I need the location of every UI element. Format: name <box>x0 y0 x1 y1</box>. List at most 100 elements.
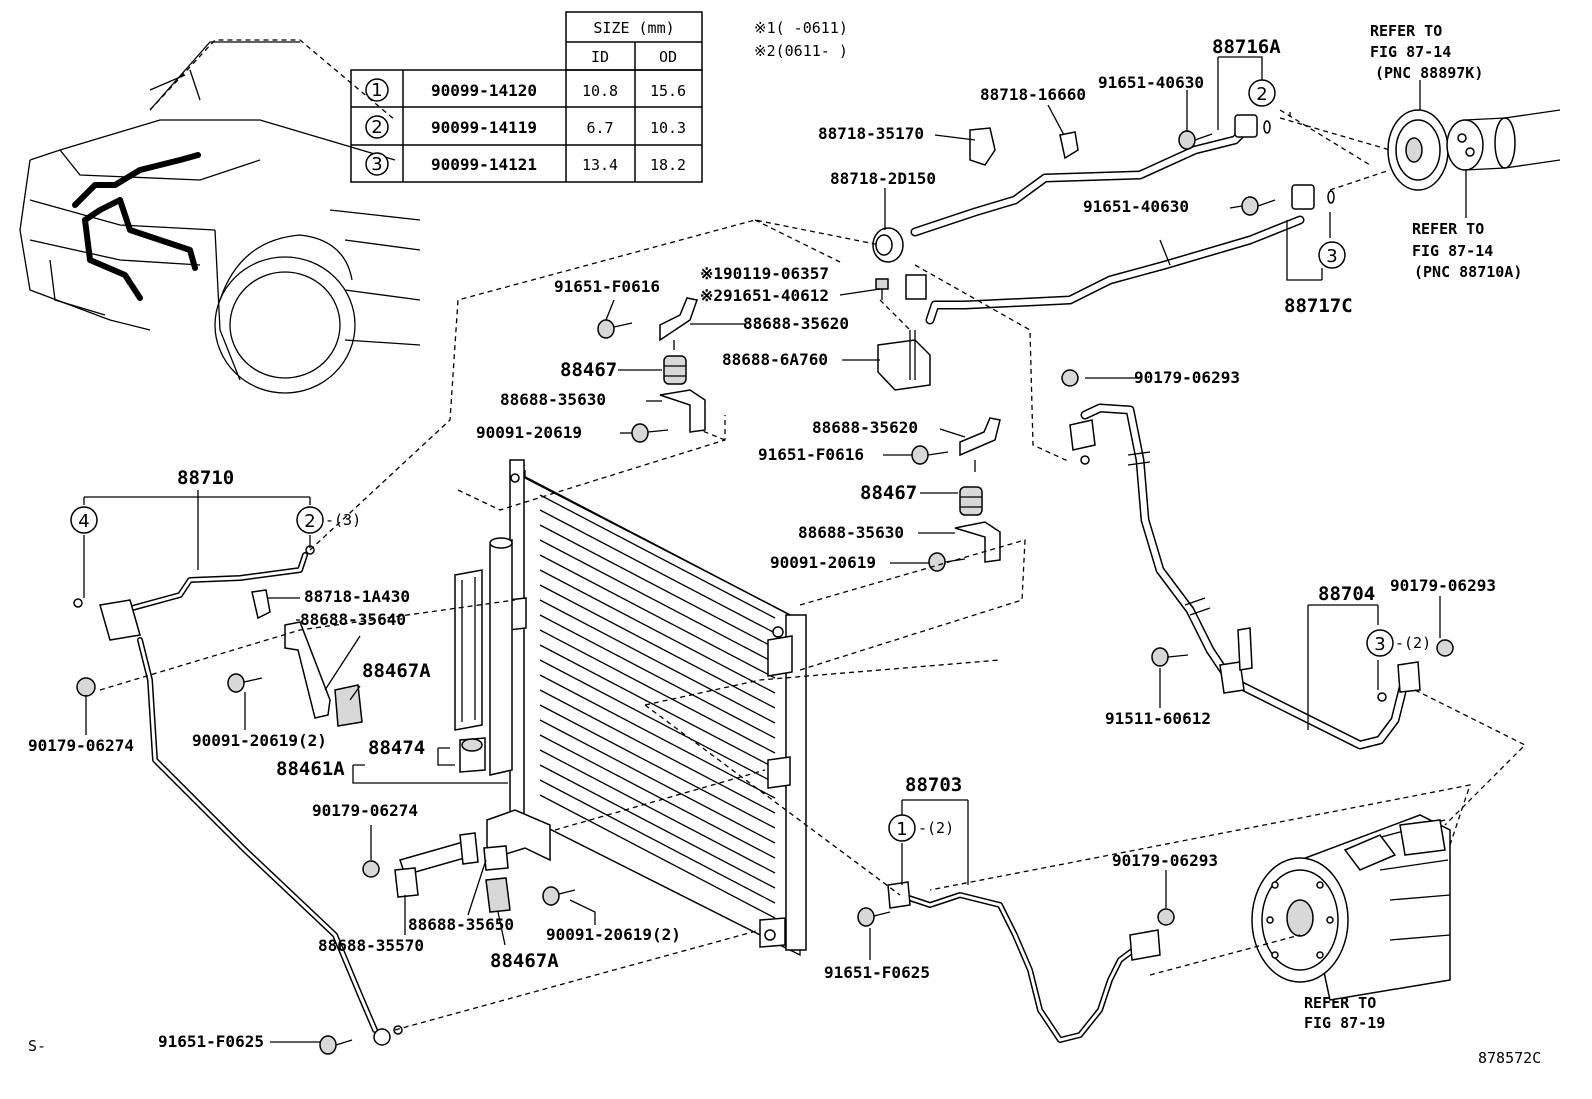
label-90179-06293-c: 90179-06293 <box>1112 851 1218 870</box>
label-88703: 88703 <box>905 774 962 796</box>
label-88688-35620-b: 88688-35620 <box>812 418 918 437</box>
svg-text:3: 3 <box>1326 246 1337 267</box>
label-88474: 88474 <box>368 737 425 759</box>
clamp-88718-16660 <box>1059 131 1079 160</box>
bolt-91651-40630-b <box>1241 196 1276 216</box>
svg-text:FIG 87-14: FIG 87-14 <box>1370 43 1451 61</box>
svg-text:FIG 87-19: FIG 87-19 <box>1304 1014 1385 1032</box>
svg-text:3: 3 <box>1374 634 1385 655</box>
label-88718-35170: 88718-35170 <box>818 124 924 143</box>
svg-text:REFER TO: REFER TO <box>1304 994 1376 1012</box>
grommet-88467-b <box>959 486 983 516</box>
label-90179-06274-b: 90179-06274 <box>312 801 418 820</box>
condenser-seal-88461A <box>454 569 483 731</box>
label-88688-35620-a: 88688-35620 <box>743 314 849 333</box>
bolt-91651-F0616-a <box>597 319 633 339</box>
hose-size-table: SIZE (mm) ID OD 1 90099-14120 10.8 15.6 … <box>350 11 703 183</box>
discharge-hose-88704 <box>1069 403 1421 750</box>
leader-lines <box>83 56 1441 1043</box>
svg-text:REFER TO: REFER TO <box>1412 220 1484 238</box>
table-header-size: SIZE (mm) <box>593 19 674 37</box>
label-88688-35650: 88688-35650 <box>408 915 514 934</box>
nut-90179-06293-c <box>1157 908 1175 926</box>
condenser-core <box>507 459 807 957</box>
label-88467A-b: 88467A <box>490 950 559 972</box>
label-88718-16660: 88718-16660 <box>980 85 1086 104</box>
note-2: ※2(0611- ) <box>754 42 848 60</box>
table-row: 1 90099-14120 10.8 15.6 <box>365 78 686 102</box>
bolt-190119-06357 <box>875 278 889 300</box>
svg-text:REFER TO: REFER TO <box>1370 22 1442 40</box>
table-row: 2 90099-14119 6.7 10.3 <box>365 115 686 139</box>
label-90179-06293-b: 90179-06293 <box>1390 576 1496 595</box>
mark-3-88717C: 3 <box>1318 241 1346 269</box>
label-90091-20619-b: 90091-20619 <box>770 553 876 572</box>
svg-text:(PNC 88710A): (PNC 88710A) <box>1414 263 1522 281</box>
label-88688-35630-b: 88688-35630 <box>798 523 904 542</box>
figure-code: 878572C <box>1478 1049 1541 1067</box>
suction-pipe-88716A <box>872 114 1271 263</box>
reference-fig-88897K: REFER TO FIG 87-14 (PNC 88897K) <box>1370 22 1483 125</box>
table-row: 3 90099-14121 13.4 18.2 <box>365 152 686 176</box>
nut-90179-06293-a <box>1061 369 1079 387</box>
svg-text:15.6: 15.6 <box>650 82 686 100</box>
bolt-90091-20619-a <box>631 423 669 443</box>
label-88716A: 88716A <box>1212 36 1281 58</box>
connector-lines <box>99 109 1527 1031</box>
mark-1-88703: 1 -(2) <box>888 814 954 842</box>
label-91651-F0625-a: 91651-F0625 <box>824 963 930 982</box>
label-88688-6A760: 88688-6A760 <box>722 350 828 369</box>
table-header-id: ID <box>591 48 609 66</box>
svg-text:1: 1 <box>371 80 382 101</box>
label-90179-06293-a: 90179-06293 <box>1134 368 1240 387</box>
bolt-90091-20619-d <box>542 886 576 906</box>
grommet-88467-a <box>663 355 687 385</box>
clamp-88718-1A430 <box>251 589 271 620</box>
label-88467-b: 88467 <box>860 482 917 504</box>
vehicle-sketch <box>19 39 421 394</box>
label-91651-F0616-a: 91651-F0616 <box>554 277 660 296</box>
reference-fig-88710A: REFER TO FIG 87-14 (PNC 88710A) <box>1412 170 1522 281</box>
table-header-od: OD <box>659 48 677 66</box>
mark-3-88704: 3 -(2) <box>1366 629 1431 657</box>
svg-text:FIG 87-14: FIG 87-14 <box>1412 242 1493 260</box>
s-mark: S- <box>28 1037 46 1055</box>
bolt-90091-20619-c <box>227 673 263 693</box>
label-88688-35570: 88688-35570 <box>318 936 424 955</box>
svg-text:2: 2 <box>1256 84 1267 105</box>
label-88467A-a: 88467A <box>362 660 431 682</box>
label-88461A: 88461A <box>276 758 345 780</box>
bolt-91651-F0616-b <box>911 445 949 465</box>
suction-pipe-88717C <box>925 184 1335 325</box>
svg-text:90099-14120: 90099-14120 <box>431 81 537 100</box>
compressor <box>1251 814 1451 1001</box>
bracket-88688-35570 <box>394 832 479 898</box>
label-91651-40630-a: 91651-40630 <box>1098 73 1204 92</box>
clamp-88718-35170 <box>969 127 996 166</box>
svg-text:4: 4 <box>78 511 89 532</box>
discharge-pipe-88703 <box>887 881 1161 1043</box>
svg-text:6.7: 6.7 <box>586 119 613 137</box>
svg-text:18.2: 18.2 <box>650 156 686 174</box>
note-1: ※1( -0611) <box>754 19 848 37</box>
label-88718-1A430: 88718-1A430 <box>304 587 410 606</box>
svg-text:90099-14119: 90099-14119 <box>431 118 537 137</box>
label-91651-F0616-b: 91651-F0616 <box>758 445 864 464</box>
label-88688-35630-a: 88688-35630 <box>500 390 606 409</box>
bolt-91511-60612 <box>1151 647 1189 667</box>
liquid-pipe-88710 <box>73 545 403 1046</box>
svg-text:90099-14121: 90099-14121 <box>431 155 537 174</box>
receiver-dryer-88474 <box>459 537 513 776</box>
bracket-88688-35630-b <box>954 521 1001 563</box>
bracket-88688-6A760 <box>877 274 931 391</box>
compressor-shaft <box>1446 109 1561 171</box>
label-88688-35640: 88688-35640 <box>300 610 406 629</box>
svg-text:-(2): -(2) <box>1395 634 1431 652</box>
bracket-88688-35620-a <box>659 297 698 350</box>
label-88717C: 88717C <box>1284 295 1353 317</box>
label-88704: 88704 <box>1318 583 1375 605</box>
label-91651-F0625-b: 91651-F0625 <box>158 1032 264 1051</box>
svg-text:3: 3 <box>371 154 382 175</box>
nut-90179-06293-b <box>1436 639 1454 657</box>
mark-2-88710: 2 -(3) <box>296 506 361 534</box>
